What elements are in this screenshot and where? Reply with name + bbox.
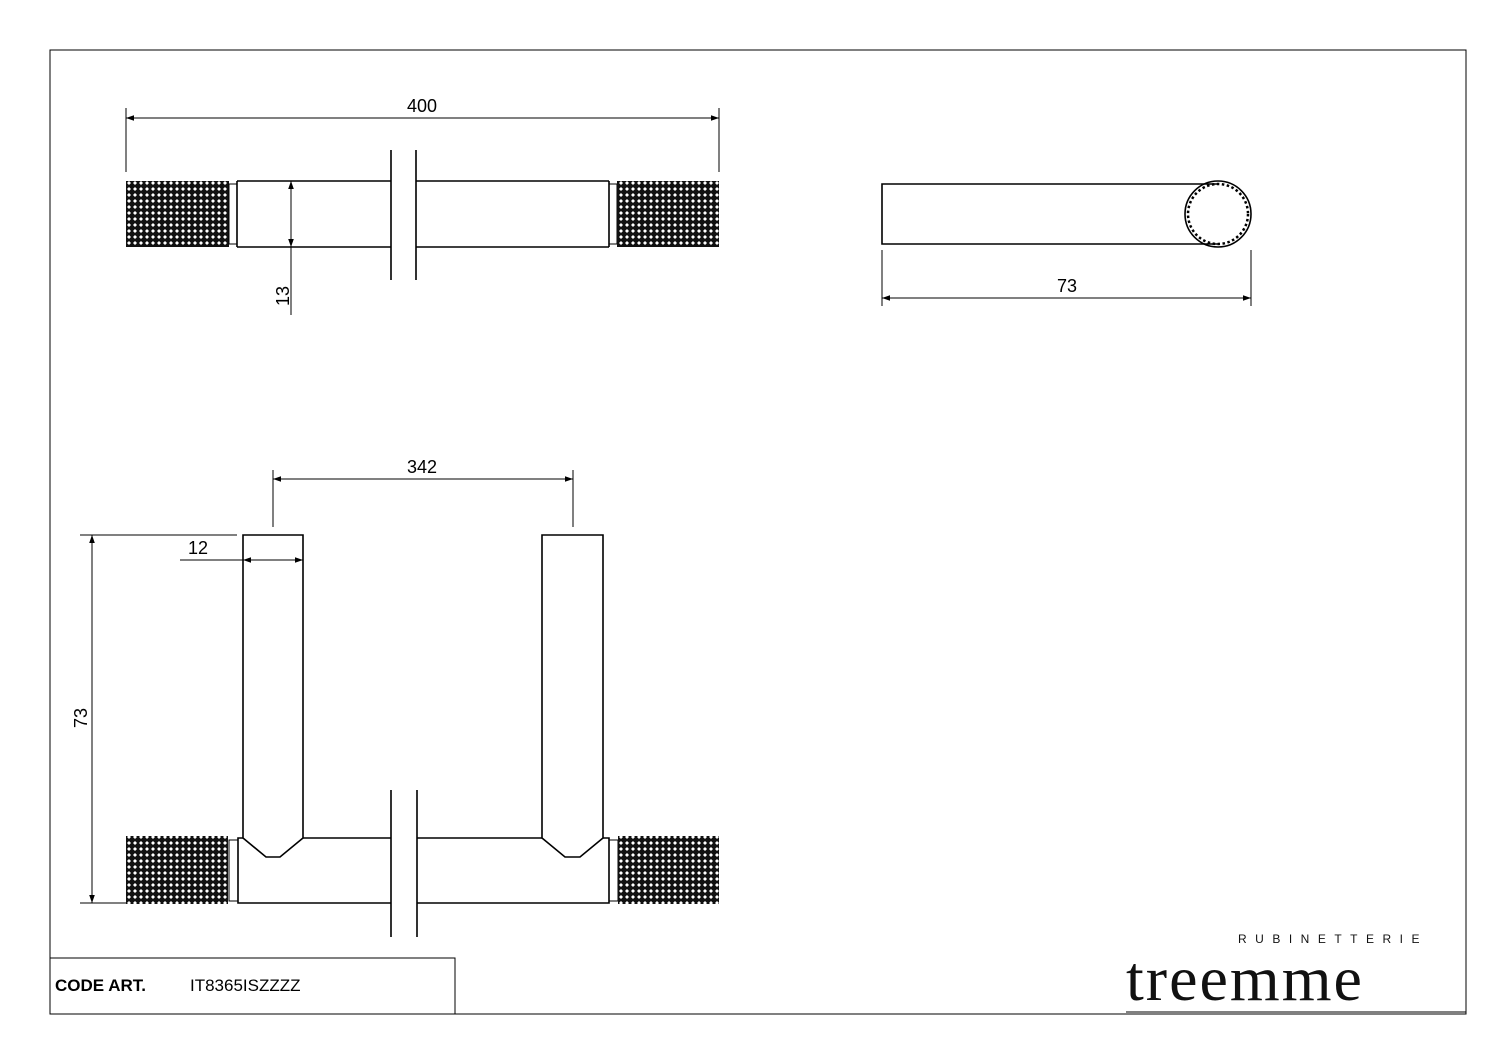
logo-subtitle: RUBINETTERIE	[1238, 932, 1429, 946]
dimension-label-diameter: 13	[273, 285, 293, 307]
dimension-label-depth: 73	[1056, 276, 1078, 296]
logo-brand: treemme	[1126, 943, 1364, 1014]
dimension-label-overall-length: 400	[406, 96, 438, 116]
knurled-grip-right	[618, 836, 719, 904]
front-view	[80, 470, 719, 937]
dimension-label-height: 73	[71, 707, 91, 729]
knurled-grip-right	[617, 181, 719, 247]
knurled-grip-left	[126, 836, 228, 904]
dimension-label-leg-width: 12	[187, 538, 209, 558]
title-block	[50, 957, 456, 1014]
side-view	[881, 180, 1252, 306]
knurled-grip-left	[126, 181, 229, 247]
top-view	[125, 108, 720, 315]
code-value: IT8365ISZZZZ	[190, 976, 301, 995]
knurled-grip-end	[1184, 180, 1252, 248]
code-label: CODE ART.	[55, 976, 146, 995]
dimension-label-center-distance: 342	[406, 457, 438, 477]
drawing-frame	[49, 49, 1467, 1015]
